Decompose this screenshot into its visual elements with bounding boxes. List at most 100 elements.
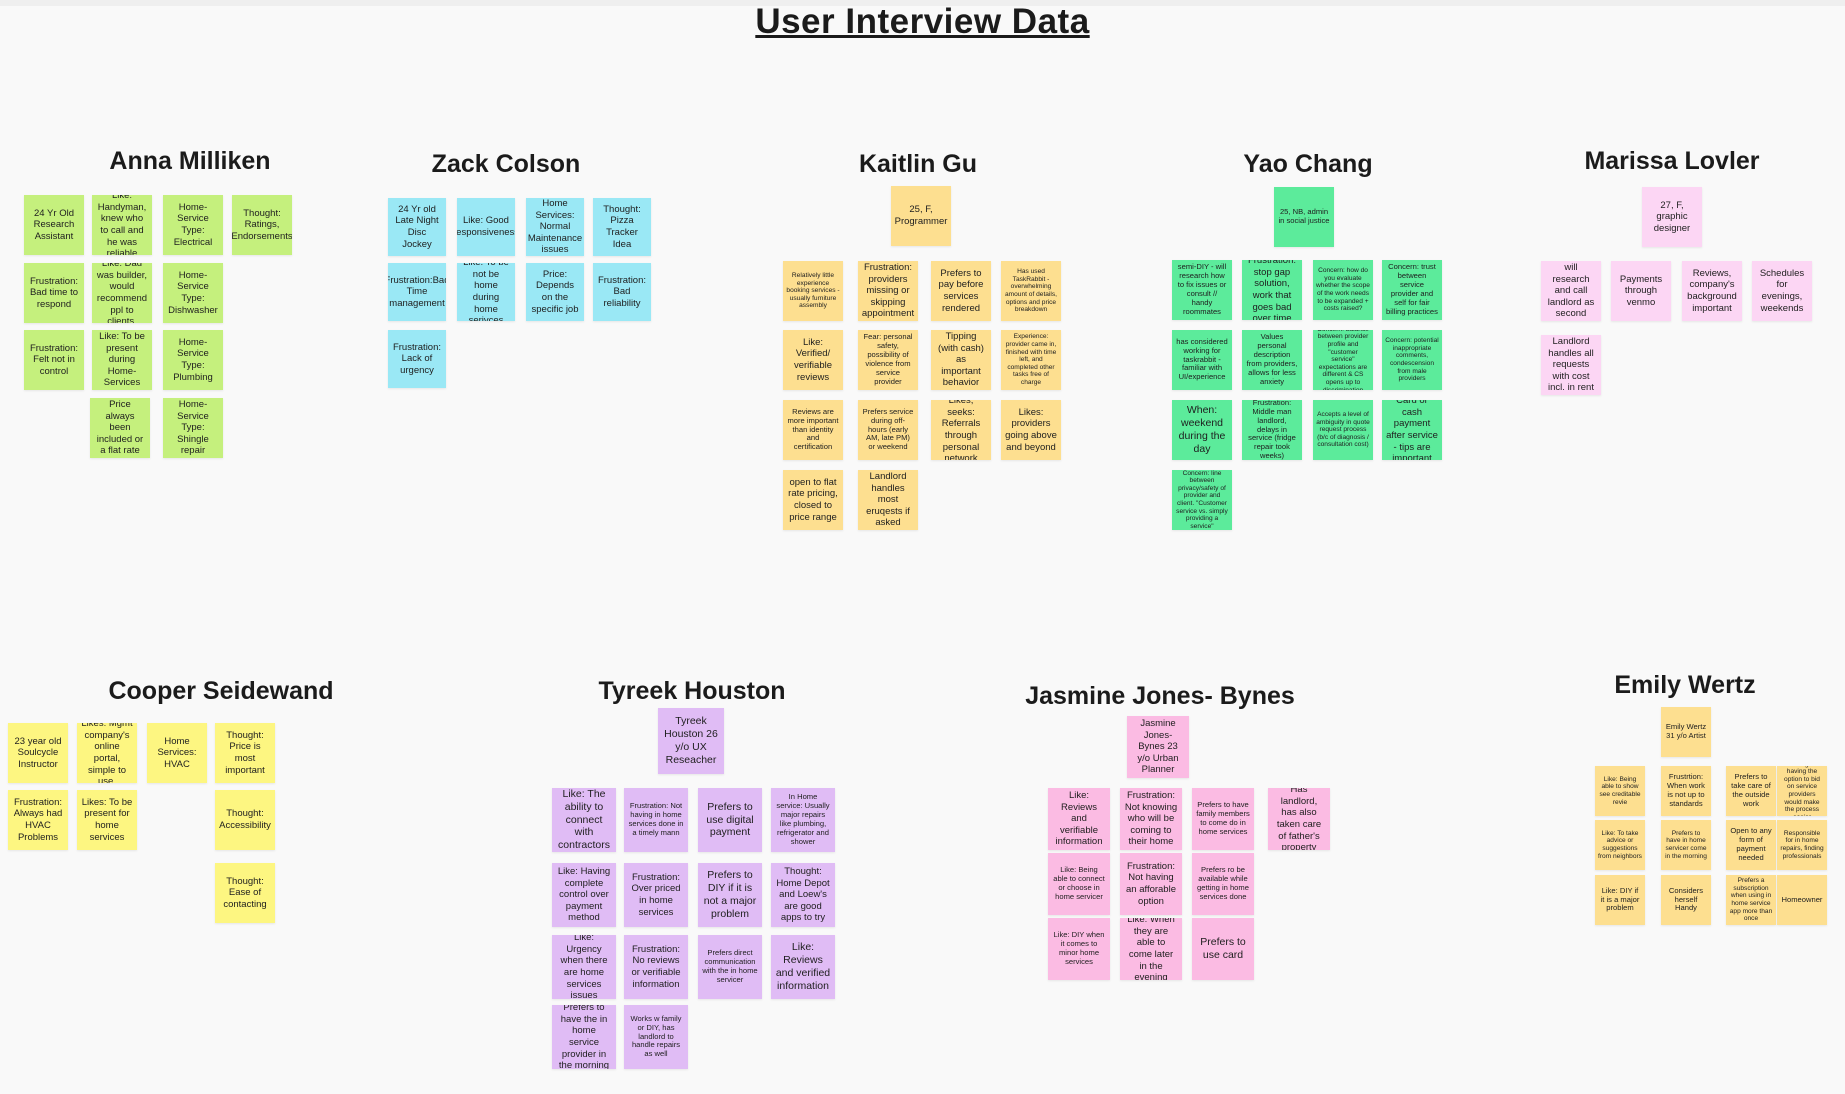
- sticky-note-tyreek[interactable]: Frustration: Not having in home services…: [624, 788, 688, 852]
- sticky-note-tyreek[interactable]: Works w family or DIY, has landlord to h…: [624, 1005, 688, 1069]
- sticky-note-tyreek[interactable]: In Home service: Usually major repairs l…: [771, 788, 835, 852]
- sticky-note-yao[interactable]: Accepts a level of ambiguity in quote re…: [1313, 400, 1373, 460]
- sticky-note-kaitlin[interactable]: Landlord handles most eruqests if asked: [858, 470, 918, 530]
- sticky-note-emily[interactable]: Emily Wertz 31 y/o Artist: [1661, 707, 1711, 757]
- sticky-note-tyreek[interactable]: Prefers to have the in home service prov…: [552, 1005, 616, 1069]
- sticky-note-yao[interactable]: Concern: potential inappropriate comment…: [1382, 330, 1442, 390]
- sticky-note-yao[interactable]: Values personal description from provide…: [1242, 330, 1302, 390]
- sticky-note-tyreek[interactable]: Like: The ability to connect with contra…: [552, 788, 616, 852]
- sticky-note-yao[interactable]: Concern: how do you evaluate whether the…: [1313, 260, 1373, 320]
- sticky-note-emily[interactable]: Open to any form of payment needed: [1726, 820, 1776, 870]
- sticky-note-anna[interactable]: Home-Service Type: Electrical: [163, 195, 223, 255]
- sticky-note-yao[interactable]: Concern: line between privacy/safety of …: [1172, 470, 1232, 530]
- sticky-note-cooper[interactable]: 23 year old Soulcycle Instructor: [8, 723, 68, 783]
- sticky-note-cooper[interactable]: Thought: Ease of contacting: [215, 863, 275, 923]
- sticky-note-jasmine[interactable]: Like: DIY when it comes to minor home se…: [1048, 918, 1110, 980]
- sticky-note-zack[interactable]: Like: Good responsiveness: [457, 198, 515, 256]
- sticky-note-kaitlin[interactable]: Frustration: providers missing or skippi…: [858, 261, 918, 321]
- sticky-note-tyreek[interactable]: Like: Reviews and verified information: [771, 935, 835, 999]
- sticky-note-yao[interactable]: When: weekend during the day: [1172, 400, 1232, 460]
- sticky-note-tyreek[interactable]: Prefers to DIY if it is not a major prob…: [698, 863, 762, 927]
- sticky-note-tyreek[interactable]: Like: Having complete control over payme…: [552, 863, 616, 927]
- sticky-note-tyreek[interactable]: Thought: Home Depot and Loew's are good …: [771, 863, 835, 927]
- sticky-note-kaitlin[interactable]: 25, F, Programmer: [891, 186, 951, 246]
- sticky-note-marissa[interactable]: Reviews, company's background important: [1682, 261, 1742, 321]
- sticky-note-kaitlin[interactable]: Likes, seeks: Referrals through personal…: [931, 400, 991, 460]
- sticky-note-tyreek[interactable]: Frustration: Over priced in home service…: [624, 863, 688, 927]
- sticky-note-yao[interactable]: Concern: balance between provider profil…: [1313, 330, 1373, 390]
- sticky-note-cooper[interactable]: Thought: Price is most important: [215, 723, 275, 783]
- sticky-note-tyreek[interactable]: Prefers direct communication with the in…: [698, 935, 762, 999]
- sticky-note-emily[interactable]: Prefers to take care of the outside work: [1726, 766, 1776, 816]
- sticky-note-jasmine[interactable]: Prefers to have family members to come d…: [1192, 788, 1254, 850]
- sticky-note-kaitlin[interactable]: Has used TaskRabbit - overwhelming amoun…: [1001, 261, 1061, 321]
- sticky-note-zack[interactable]: Frustration: Lack of urgency: [388, 330, 446, 388]
- sticky-note-kaitlin[interactable]: open to flat rate pricing, closed to pri…: [783, 470, 843, 530]
- sticky-note-cooper[interactable]: Likes: Mgmt company's online portal, sim…: [77, 723, 137, 783]
- sticky-note-kaitlin[interactable]: Tipping (with cash) as important behavio…: [931, 330, 991, 390]
- sticky-note-cooper[interactable]: Frustration: Always had HVAC Problems: [8, 790, 68, 850]
- sticky-note-anna[interactable]: Thought: Ratings, Endorsements: [232, 195, 292, 255]
- sticky-note-cooper[interactable]: Thought: Accessibility: [215, 790, 275, 850]
- sticky-note-tyreek[interactable]: Prefers to use digital payment: [698, 788, 762, 852]
- sticky-note-anna[interactable]: Price always been included or a flat rat…: [90, 398, 150, 458]
- sticky-note-yao[interactable]: Frustration: Middle man landlord, delays…: [1242, 400, 1302, 460]
- sticky-note-anna[interactable]: Frustration: Felt not in control: [24, 330, 84, 390]
- sticky-note-tyreek[interactable]: Tyreek Houston 26 y/o UX Reseacher: [658, 708, 724, 774]
- sticky-note-emily[interactable]: Considers herself Handy: [1661, 875, 1711, 925]
- sticky-note-kaitlin[interactable]: Prefers to pay before services rendered: [931, 261, 991, 321]
- sticky-note-marissa[interactable]: 27, F, graphic designer: [1642, 187, 1702, 247]
- sticky-note-kaitlin[interactable]: Like: Verified/ verifiable reviews: [783, 330, 843, 390]
- sticky-note-anna[interactable]: 24 Yr Old Research Assistant: [24, 195, 84, 255]
- sticky-note-emily[interactable]: Frustrtion: When work is not up to stand…: [1661, 766, 1711, 816]
- sticky-note-cooper[interactable]: Likes: To be present for home services: [77, 790, 137, 850]
- sticky-note-jasmine[interactable]: Frustration: Not having an afforable opt…: [1120, 853, 1182, 915]
- sticky-note-jasmine[interactable]: Prefers to use card: [1192, 918, 1254, 980]
- sticky-note-emily[interactable]: Like: To take advice or suggestions from…: [1595, 820, 1645, 870]
- sticky-note-zack[interactable]: 24 Yr old Late Night Disc Jockey: [388, 198, 446, 256]
- sticky-note-jasmine[interactable]: Has landlord, has also taken care of fat…: [1268, 788, 1330, 850]
- sticky-note-yao[interactable]: semi-DIY - will research how to fix issu…: [1172, 260, 1232, 320]
- sticky-note-kaitlin[interactable]: Reviews are more important than identity…: [783, 400, 843, 460]
- sticky-note-jasmine[interactable]: Prefers ro be available while getting in…: [1192, 853, 1254, 915]
- sticky-note-cooper[interactable]: Home Services: HVAC: [147, 723, 207, 783]
- sticky-note-marissa[interactable]: semi-DIY - will research and call landlo…: [1541, 261, 1601, 321]
- sticky-note-kaitlin[interactable]: Likes: providers going above and beyond: [1001, 400, 1061, 460]
- sticky-note-yao[interactable]: 25, NB, admin in social justice: [1274, 187, 1334, 247]
- sticky-note-zack[interactable]: Like: To be not be home during home seri…: [457, 263, 515, 321]
- sticky-note-anna[interactable]: Home-Service Type: Dishwasher: [163, 263, 223, 323]
- sticky-note-anna[interactable]: Like: Dad was builder, would recommend p…: [92, 263, 152, 323]
- sticky-note-emily[interactable]: Prefers a subscription when using in hom…: [1726, 875, 1776, 925]
- sticky-note-yao[interactable]: Card or cash payment after service - tip…: [1382, 400, 1442, 460]
- sticky-note-jasmine[interactable]: Like: Being able to connect or choose in…: [1048, 853, 1110, 915]
- sticky-note-anna[interactable]: Home-Service Type: Plumbing: [163, 330, 223, 390]
- sticky-note-kaitlin[interactable]: Fear: personal safety, possibility of vi…: [858, 330, 918, 390]
- sticky-note-yao[interactable]: has considered working for taskrabbit - …: [1172, 330, 1232, 390]
- sticky-note-zack[interactable]: Frustration:Bad Time management: [388, 263, 446, 321]
- sticky-note-tyreek[interactable]: Frustration: No reviews or verifiable in…: [624, 935, 688, 999]
- sticky-note-zack[interactable]: Frustration: Bad reliability: [593, 263, 651, 321]
- sticky-note-jasmine[interactable]: Frustration: Not knowing who will be com…: [1120, 788, 1182, 850]
- sticky-note-jasmine[interactable]: Like: Reviews and verifiable information: [1048, 788, 1110, 850]
- sticky-note-marissa[interactable]: Schedules for evenings, weekends: [1752, 261, 1812, 321]
- sticky-note-kaitlin[interactable]: Experience: provider came in, finished w…: [1001, 330, 1061, 390]
- sticky-note-zack[interactable]: Price: Depends on the specific job: [526, 263, 584, 321]
- sticky-note-jasmine[interactable]: Jasmine Jones- Bynes 23 y/o Urban Planne…: [1127, 716, 1189, 778]
- sticky-note-yao[interactable]: Frustration: stop gap solution, work tha…: [1242, 260, 1302, 320]
- sticky-note-kaitlin[interactable]: Relatively little experience booking ser…: [783, 261, 843, 321]
- sticky-note-marissa[interactable]: Payments through venmo: [1611, 261, 1671, 321]
- sticky-note-emily[interactable]: Like: Being able to show see creditable …: [1595, 766, 1645, 816]
- sticky-note-emily[interactable]: Homeowner: [1777, 875, 1827, 925]
- sticky-note-anna[interactable]: Home-Service Type: Shingle repair: [163, 398, 223, 458]
- sticky-note-anna[interactable]: Frustration: Bad time to respond: [24, 263, 84, 323]
- sticky-note-marissa[interactable]: Landlord handles all requests with cost …: [1541, 335, 1601, 395]
- sticky-note-emily[interactable]: Prefers to have in home servicer come in…: [1661, 820, 1711, 870]
- sticky-note-jasmine[interactable]: Like: When they are able to come later i…: [1120, 918, 1182, 980]
- sticky-note-anna[interactable]: Like: To be present during Home-Services: [92, 330, 152, 390]
- sticky-note-anna[interactable]: Like: Handyman, knew who to call and he …: [92, 195, 152, 255]
- sticky-note-zack[interactable]: Home Services: Normal Maintenance issues: [526, 198, 584, 256]
- sticky-note-emily[interactable]: Thought having the option to bid on serv…: [1777, 766, 1827, 816]
- sticky-note-tyreek[interactable]: Like: Urgency when there are home servic…: [552, 935, 616, 999]
- sticky-note-yao[interactable]: Concern: trust between service provider …: [1382, 260, 1442, 320]
- sticky-note-emily[interactable]: Responsible for in home repairs, finding…: [1777, 820, 1827, 870]
